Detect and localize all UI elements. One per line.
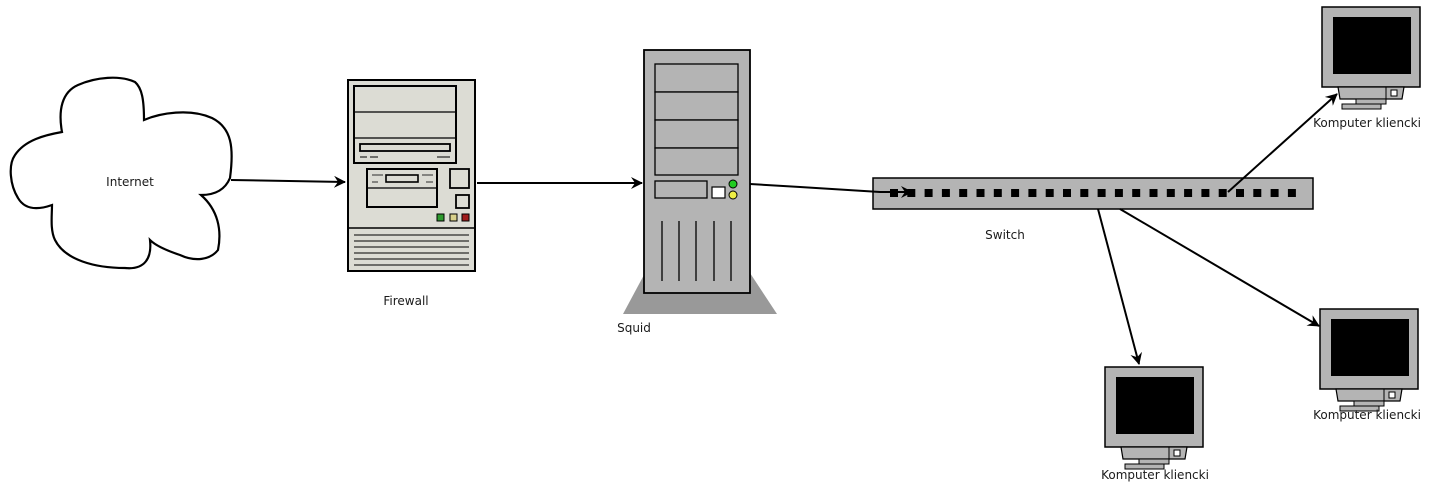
internet-node[interactable]: Internet	[9, 76, 233, 270]
edge-switch-client-bottom	[1097, 208, 1142, 365]
switch-icon	[872, 177, 1314, 210]
monitor-foot	[1341, 103, 1382, 110]
switch-port	[959, 189, 968, 197]
switch-port	[1063, 189, 1071, 197]
switch-port	[1080, 189, 1089, 197]
switch-port	[976, 189, 985, 197]
monitor-base-top	[1335, 388, 1403, 402]
monitor-icon	[1321, 6, 1421, 110]
monitor-foot	[1339, 405, 1380, 412]
switch-port	[1287, 189, 1296, 197]
squid-label: Squid	[617, 321, 651, 335]
connections	[230, 93, 1338, 365]
squid-node[interactable]: Squid	[617, 49, 777, 335]
switch-port	[993, 189, 1002, 197]
switch-label: Switch	[985, 228, 1025, 242]
power-button-icon	[1173, 449, 1181, 457]
client-node-top-right[interactable]: Komputer kliencki	[1313, 6, 1421, 130]
switch-port	[1253, 189, 1262, 197]
client-node-right[interactable]: Komputer kliencki	[1313, 308, 1421, 422]
monitor-base-top	[1337, 86, 1405, 100]
switch-port	[1149, 189, 1158, 197]
monitor-neck	[1353, 400, 1385, 407]
desktop-pc-icon	[347, 79, 476, 272]
switch-port	[1114, 189, 1123, 197]
edge-switch-client-right	[1119, 208, 1320, 327]
monitor-screen	[1331, 319, 1409, 376]
monitor-screen	[1116, 377, 1194, 434]
client-label: Komputer kliencki	[1313, 408, 1421, 422]
switch-port	[1097, 189, 1106, 197]
internet-label: Internet	[106, 175, 154, 189]
monitor-screen	[1333, 17, 1411, 74]
monitor-icon	[1319, 308, 1419, 412]
switch-port	[1011, 189, 1020, 197]
switch-node[interactable]: Switch	[872, 177, 1314, 242]
edge-switch-client-top-right	[1227, 93, 1338, 193]
switch-port	[1132, 189, 1141, 197]
switch-port	[1218, 189, 1227, 197]
monitor-foot	[1124, 463, 1165, 470]
switch-port	[1166, 189, 1175, 197]
tower-server-icon	[623, 49, 777, 314]
client-label: Komputer kliencki	[1313, 116, 1421, 130]
switch-port	[924, 189, 933, 197]
monitor-neck	[1355, 98, 1387, 105]
monitor-icon	[1104, 366, 1204, 470]
edge-internet-firewall	[230, 175, 346, 188]
firewall-node[interactable]: Firewall	[347, 79, 476, 308]
edge-squid-switch	[749, 183, 913, 198]
switch-port	[1184, 189, 1193, 197]
monitor-neck	[1138, 458, 1170, 465]
firewall-label: Firewall	[383, 294, 428, 308]
client-node-bottom[interactable]: Komputer kliencki	[1101, 366, 1209, 482]
switch-port	[1028, 189, 1037, 197]
switch-port	[941, 189, 950, 197]
client-label: Komputer kliencki	[1101, 468, 1209, 482]
monitor-base-top	[1120, 446, 1188, 460]
switch-port	[1201, 189, 1210, 197]
switch-port	[1236, 189, 1244, 197]
switch-port	[1045, 189, 1054, 197]
power-button-icon	[1388, 391, 1396, 399]
switch-port	[1270, 189, 1279, 197]
cloud-icon	[9, 76, 233, 270]
power-button-icon	[1390, 89, 1398, 97]
